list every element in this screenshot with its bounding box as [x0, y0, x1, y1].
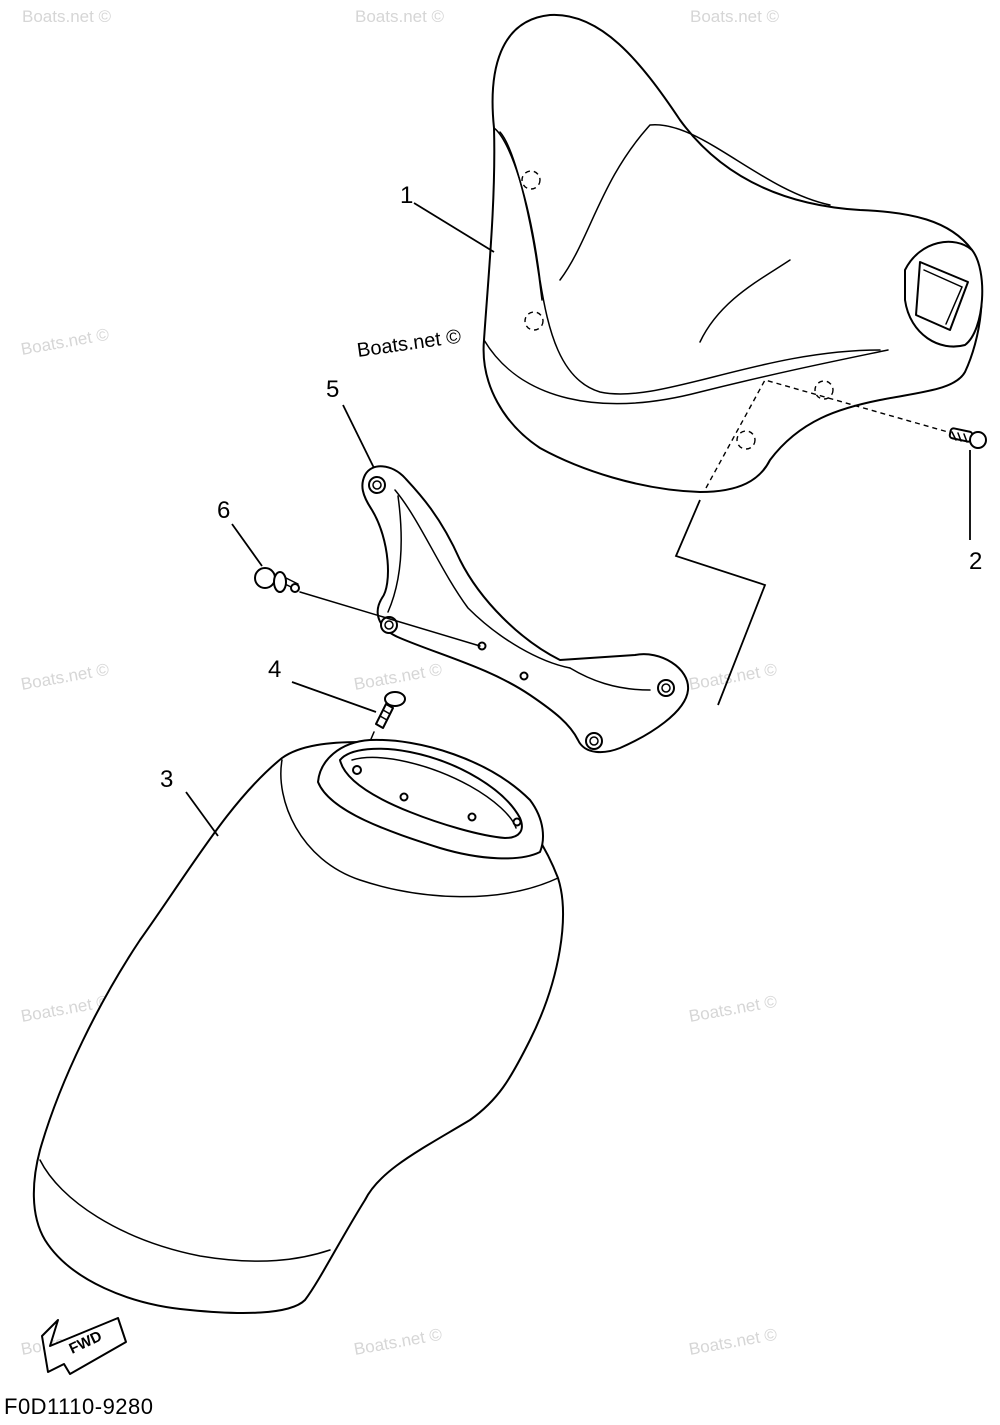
callout-6: 6: [217, 497, 230, 524]
watermark: Boats.net ©: [687, 1325, 778, 1359]
part-3-rear-seat: [32, 738, 564, 1314]
callout-1: 1: [400, 182, 413, 209]
leader-1: [413, 202, 495, 253]
watermark: Boats.net ©: [19, 325, 110, 359]
fwd-arrow-icon: FWD: [41, 1317, 127, 1375]
callout-2: 2: [969, 548, 982, 575]
callout-3: 3: [160, 766, 173, 793]
leader-4: [291, 681, 377, 713]
leader-5: [342, 404, 375, 469]
watermark: Boats.net ©: [22, 7, 112, 26]
callout-5: 5: [326, 376, 339, 403]
leader-6: [231, 523, 263, 567]
figure-code: F0D1110-9280: [4, 1394, 154, 1419]
watermark: Boats.net ©: [355, 7, 445, 26]
part-2-bolt: [948, 427, 987, 449]
callout-4: 4: [268, 656, 281, 683]
part-4-screw: [356, 691, 406, 773]
part-6-screw: [254, 567, 481, 647]
leader-3: [185, 791, 219, 837]
watermark: Boats.net ©: [690, 7, 780, 26]
watermark: Boats.net ©: [19, 660, 110, 694]
watermark: Boats.net ©: [687, 992, 778, 1026]
watermark-main: Boats.net ©: [356, 326, 463, 362]
part-5-bracket: [361, 465, 690, 754]
watermark: Boats.net ©: [352, 1325, 443, 1359]
watermark: Boats.net ©: [352, 660, 443, 694]
reference-outline: [674, 499, 767, 706]
part-1-seat: [482, 13, 984, 493]
